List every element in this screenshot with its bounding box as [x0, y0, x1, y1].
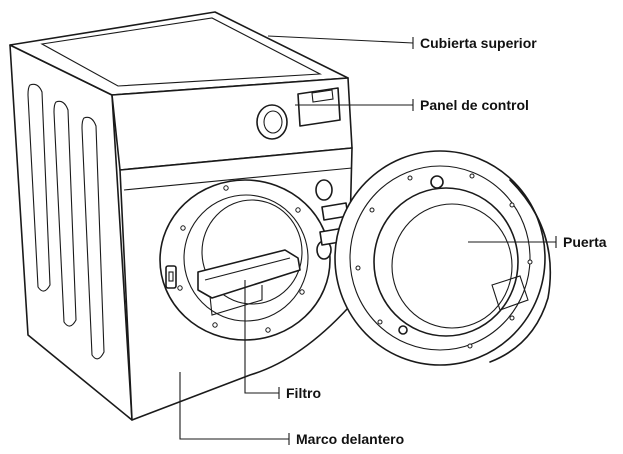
filter-handle — [204, 257, 291, 281]
door-latch — [430, 175, 444, 189]
door-sensor — [165, 265, 177, 289]
leader-lines — [179, 35, 557, 445]
top-cover-inset — [40, 17, 323, 87]
drum-back — [201, 199, 303, 305]
side-vent — [53, 100, 77, 327]
front-frame-edge — [123, 167, 353, 191]
door-glass-inner — [391, 203, 513, 329]
label-door: Puerta — [563, 234, 607, 250]
filter-body — [209, 285, 263, 316]
door-sensor-slot — [168, 271, 174, 282]
label-top-cover: Cubierta superior — [420, 35, 537, 51]
door-bracket — [491, 275, 529, 311]
side-vent — [81, 116, 105, 360]
label-front-frame: Marco delantero — [296, 431, 405, 447]
door-screws — [355, 173, 533, 349]
side-vent — [27, 83, 51, 292]
display-screen — [297, 87, 341, 127]
door-mid-ring — [349, 165, 531, 351]
control-knob — [256, 104, 288, 140]
control-knob-inner — [263, 110, 283, 134]
opening-screws — [177, 185, 305, 333]
door-hinges — [315, 179, 349, 260]
door-rim — [489, 179, 552, 363]
door-latch-bottom — [398, 325, 408, 335]
label-control-panel: Panel de control — [420, 97, 529, 113]
door-opening-inner — [183, 194, 309, 322]
door-glass — [373, 187, 519, 337]
display-window — [311, 89, 334, 103]
label-filter: Filtro — [286, 385, 321, 401]
